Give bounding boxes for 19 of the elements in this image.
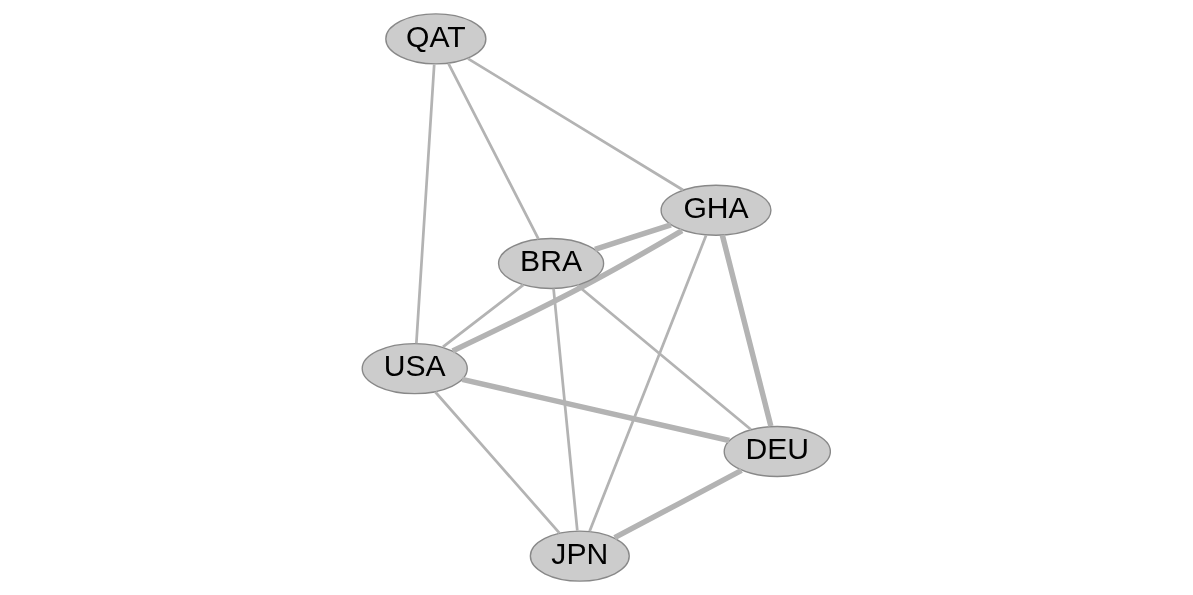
node-ellipse: GHA [660,184,772,236]
node-ellipse: BRA [497,237,605,290]
connector [719,234,774,427]
connector [415,64,436,344]
node-ellipse: DEU [723,425,832,478]
connector [461,376,730,444]
connector [434,391,561,534]
connector [451,228,684,354]
connector [613,468,743,541]
connector [442,283,525,348]
connector [447,62,540,240]
node-ellipse: USA [361,342,468,395]
connector [594,222,672,252]
node-ellipse: QAT [385,13,487,65]
connector [588,234,708,532]
connector [576,284,752,431]
node-ellipse: JPN [529,530,630,582]
connector [467,57,684,192]
connector [552,288,579,531]
